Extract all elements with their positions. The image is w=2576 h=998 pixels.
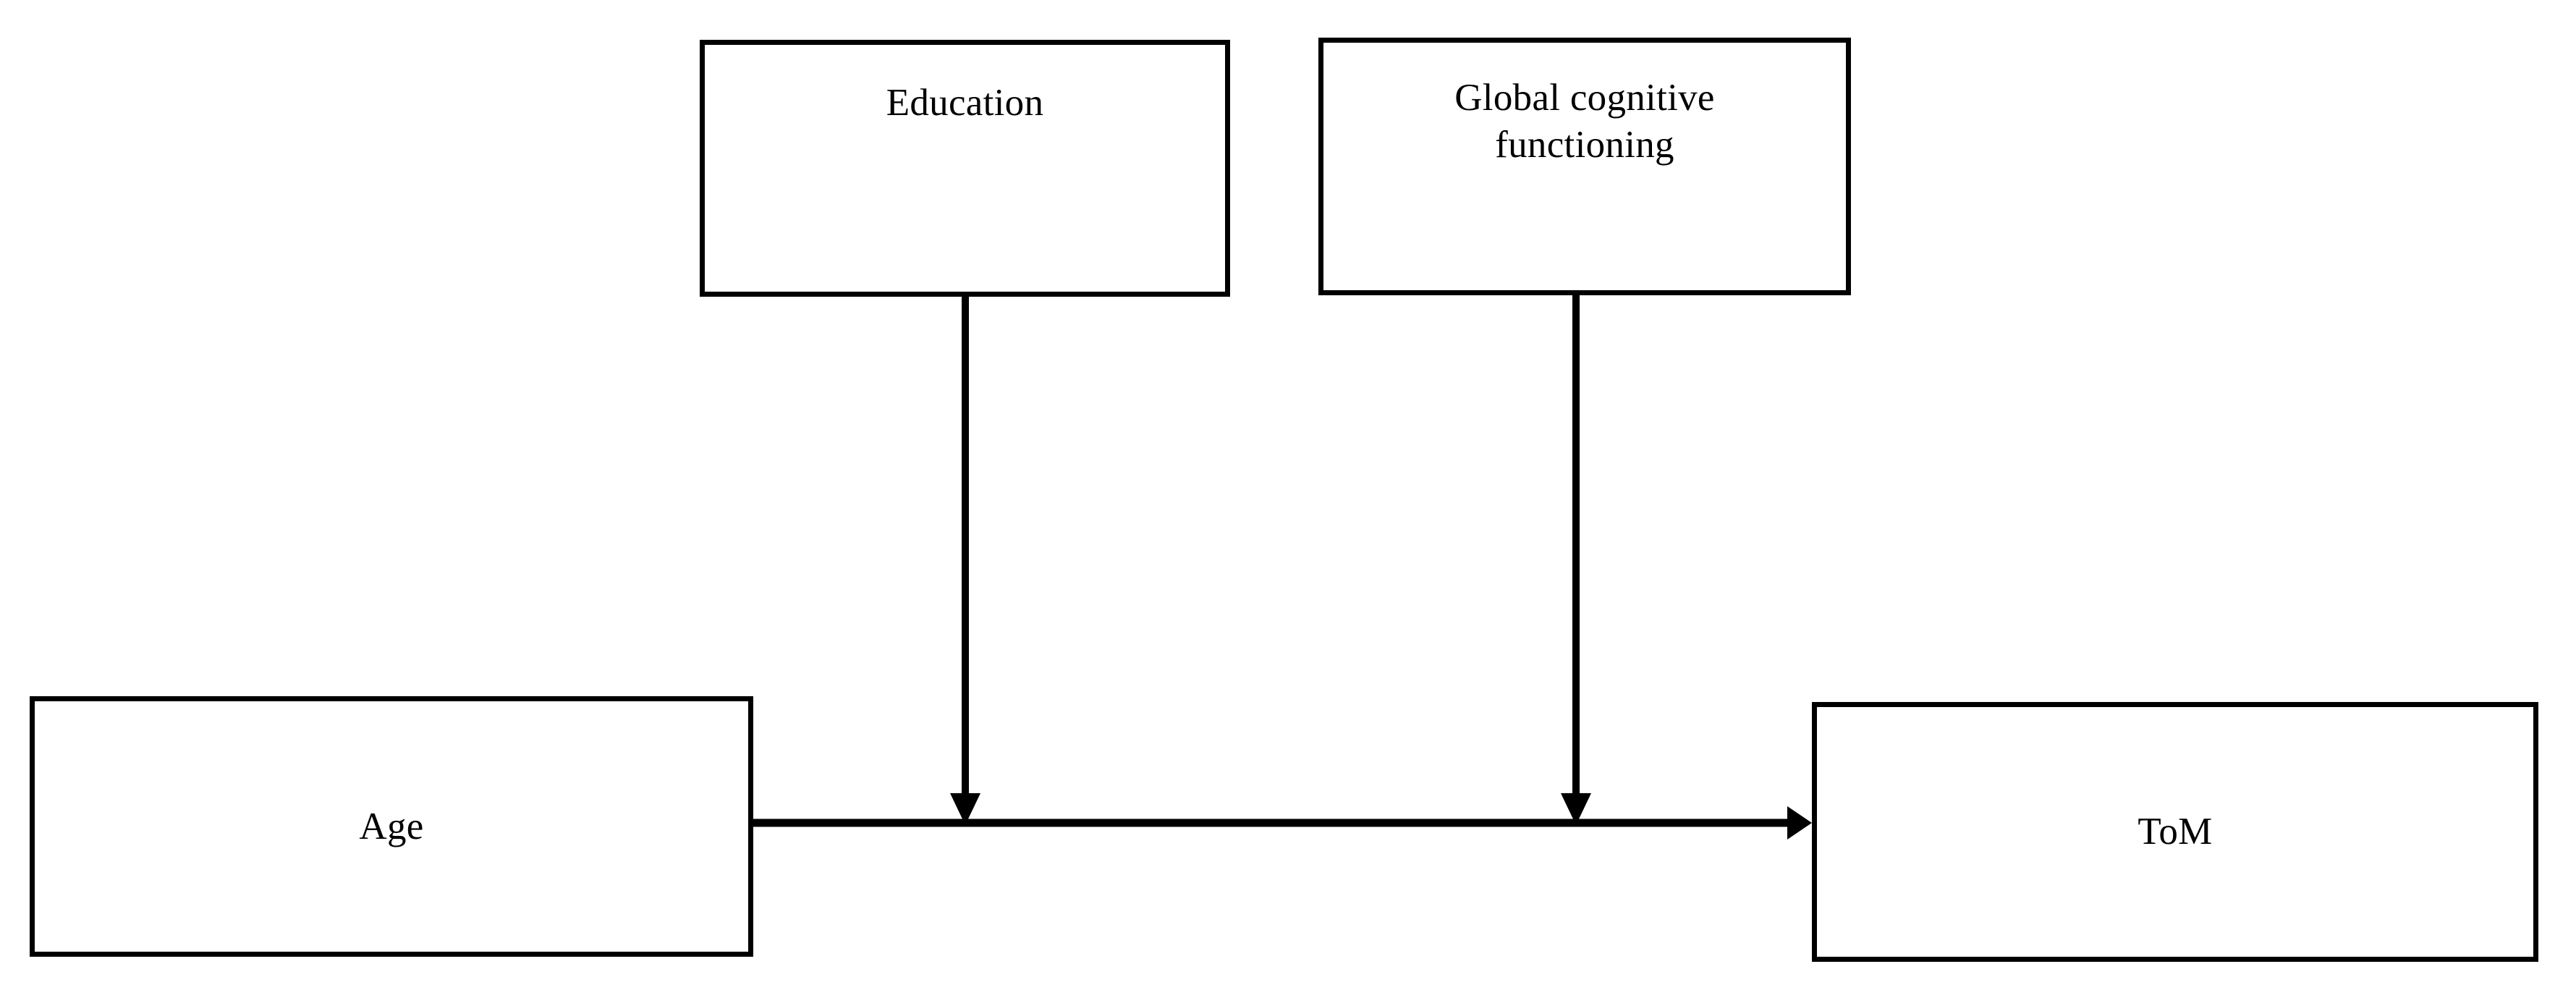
node-age[interactable]: Age [30,696,753,957]
edge-age-to-tom-arrowhead-icon [1787,806,1812,840]
edge-age-to-tom [753,806,1812,840]
node-tom-label: ToM [2138,811,2213,853]
node-global-cognitive-functioning-label: Global cognitive functioning [1454,77,1715,166]
edge-gcf-to-path [1561,295,1591,825]
node-age-label: Age [359,805,424,847]
edge-gcf-to-path-arrowhead-icon [1561,793,1591,825]
node-tom[interactable]: ToM [1812,702,2538,962]
edge-education-to-path-arrowhead-icon [950,793,980,825]
node-education[interactable]: Education [700,40,1230,297]
edge-education-to-path [950,297,980,825]
node-global-cognitive-functioning[interactable]: Global cognitive functioning [1318,38,1851,295]
node-education-label: Education [886,82,1044,124]
